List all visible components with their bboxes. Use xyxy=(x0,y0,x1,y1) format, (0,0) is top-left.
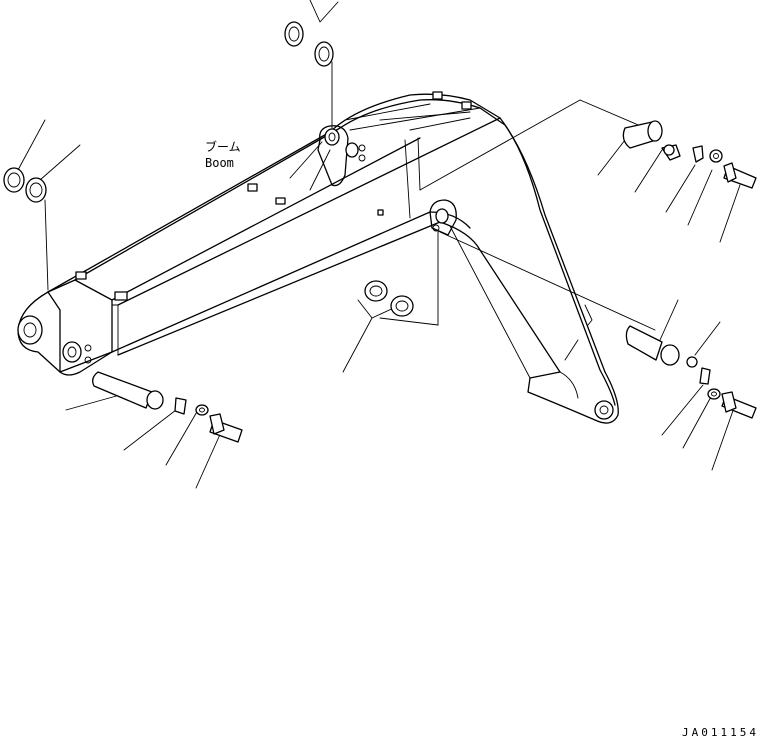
pin-set-upper-right xyxy=(622,120,757,189)
label-boom-jp: ブーム xyxy=(205,139,241,154)
boom xyxy=(17,91,619,424)
washers-mid xyxy=(364,280,414,317)
pin-set-lower-left xyxy=(92,371,243,443)
drawing-code: JA011154 xyxy=(682,726,759,739)
pin-set-lower-right xyxy=(625,325,757,419)
washers-top xyxy=(284,21,334,67)
washers-left xyxy=(3,167,47,203)
leader-lines xyxy=(17,0,741,489)
label-boom-en: Boom xyxy=(205,156,234,170)
